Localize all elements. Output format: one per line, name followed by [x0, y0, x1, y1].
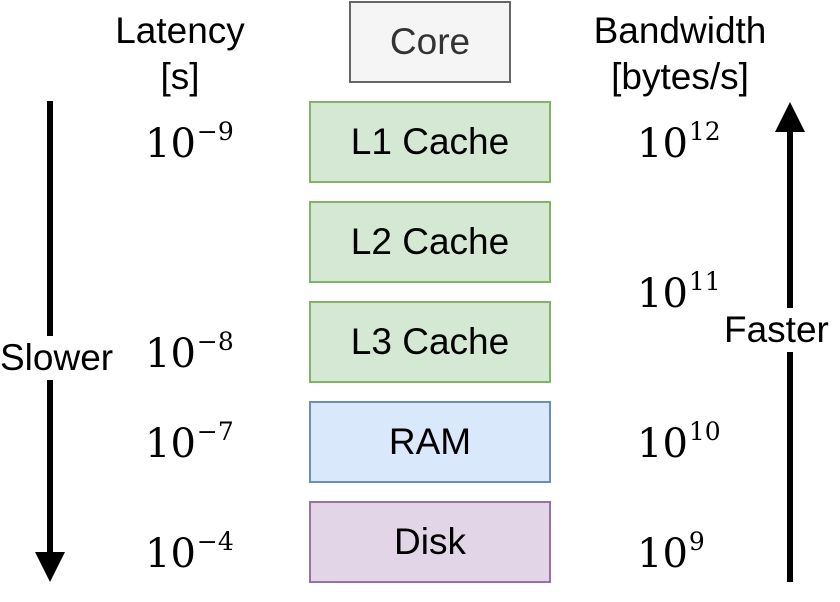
disk-box: Disk	[309, 501, 551, 583]
slower-arrow	[35, 101, 65, 582]
l1-cache-box: L1 Cache	[309, 101, 551, 183]
bandwidth-value-disk: 109	[637, 527, 705, 577]
latency-value-l3: 10−8	[145, 327, 234, 377]
latency-value-ram: 10−7	[145, 417, 234, 467]
latency-header: Latency [s]	[100, 8, 260, 100]
ram-box: RAM	[309, 401, 551, 483]
slower-label: Slower	[0, 336, 114, 380]
core-box: Core	[349, 1, 511, 83]
l3-cache-box: L3 Cache	[309, 301, 551, 383]
latency-header-unit: [s]	[160, 56, 200, 97]
bandwidth-value-l2: 1011	[637, 267, 721, 317]
latency-value-disk: 10−4	[145, 527, 234, 577]
bandwidth-header-unit: [bytes/s]	[611, 56, 749, 97]
faster-arrow	[775, 102, 805, 582]
l2-cache-box: L2 Cache	[309, 201, 551, 283]
bandwidth-value-l1: 1012	[637, 117, 721, 167]
bandwidth-value-ram: 1010	[637, 417, 721, 467]
bandwidth-header: Bandwidth [bytes/s]	[570, 8, 790, 100]
latency-value-l1: 10−9	[145, 117, 234, 167]
faster-label: Faster	[724, 308, 829, 352]
bandwidth-header-title: Bandwidth	[593, 10, 767, 51]
latency-header-title: Latency	[115, 10, 245, 51]
